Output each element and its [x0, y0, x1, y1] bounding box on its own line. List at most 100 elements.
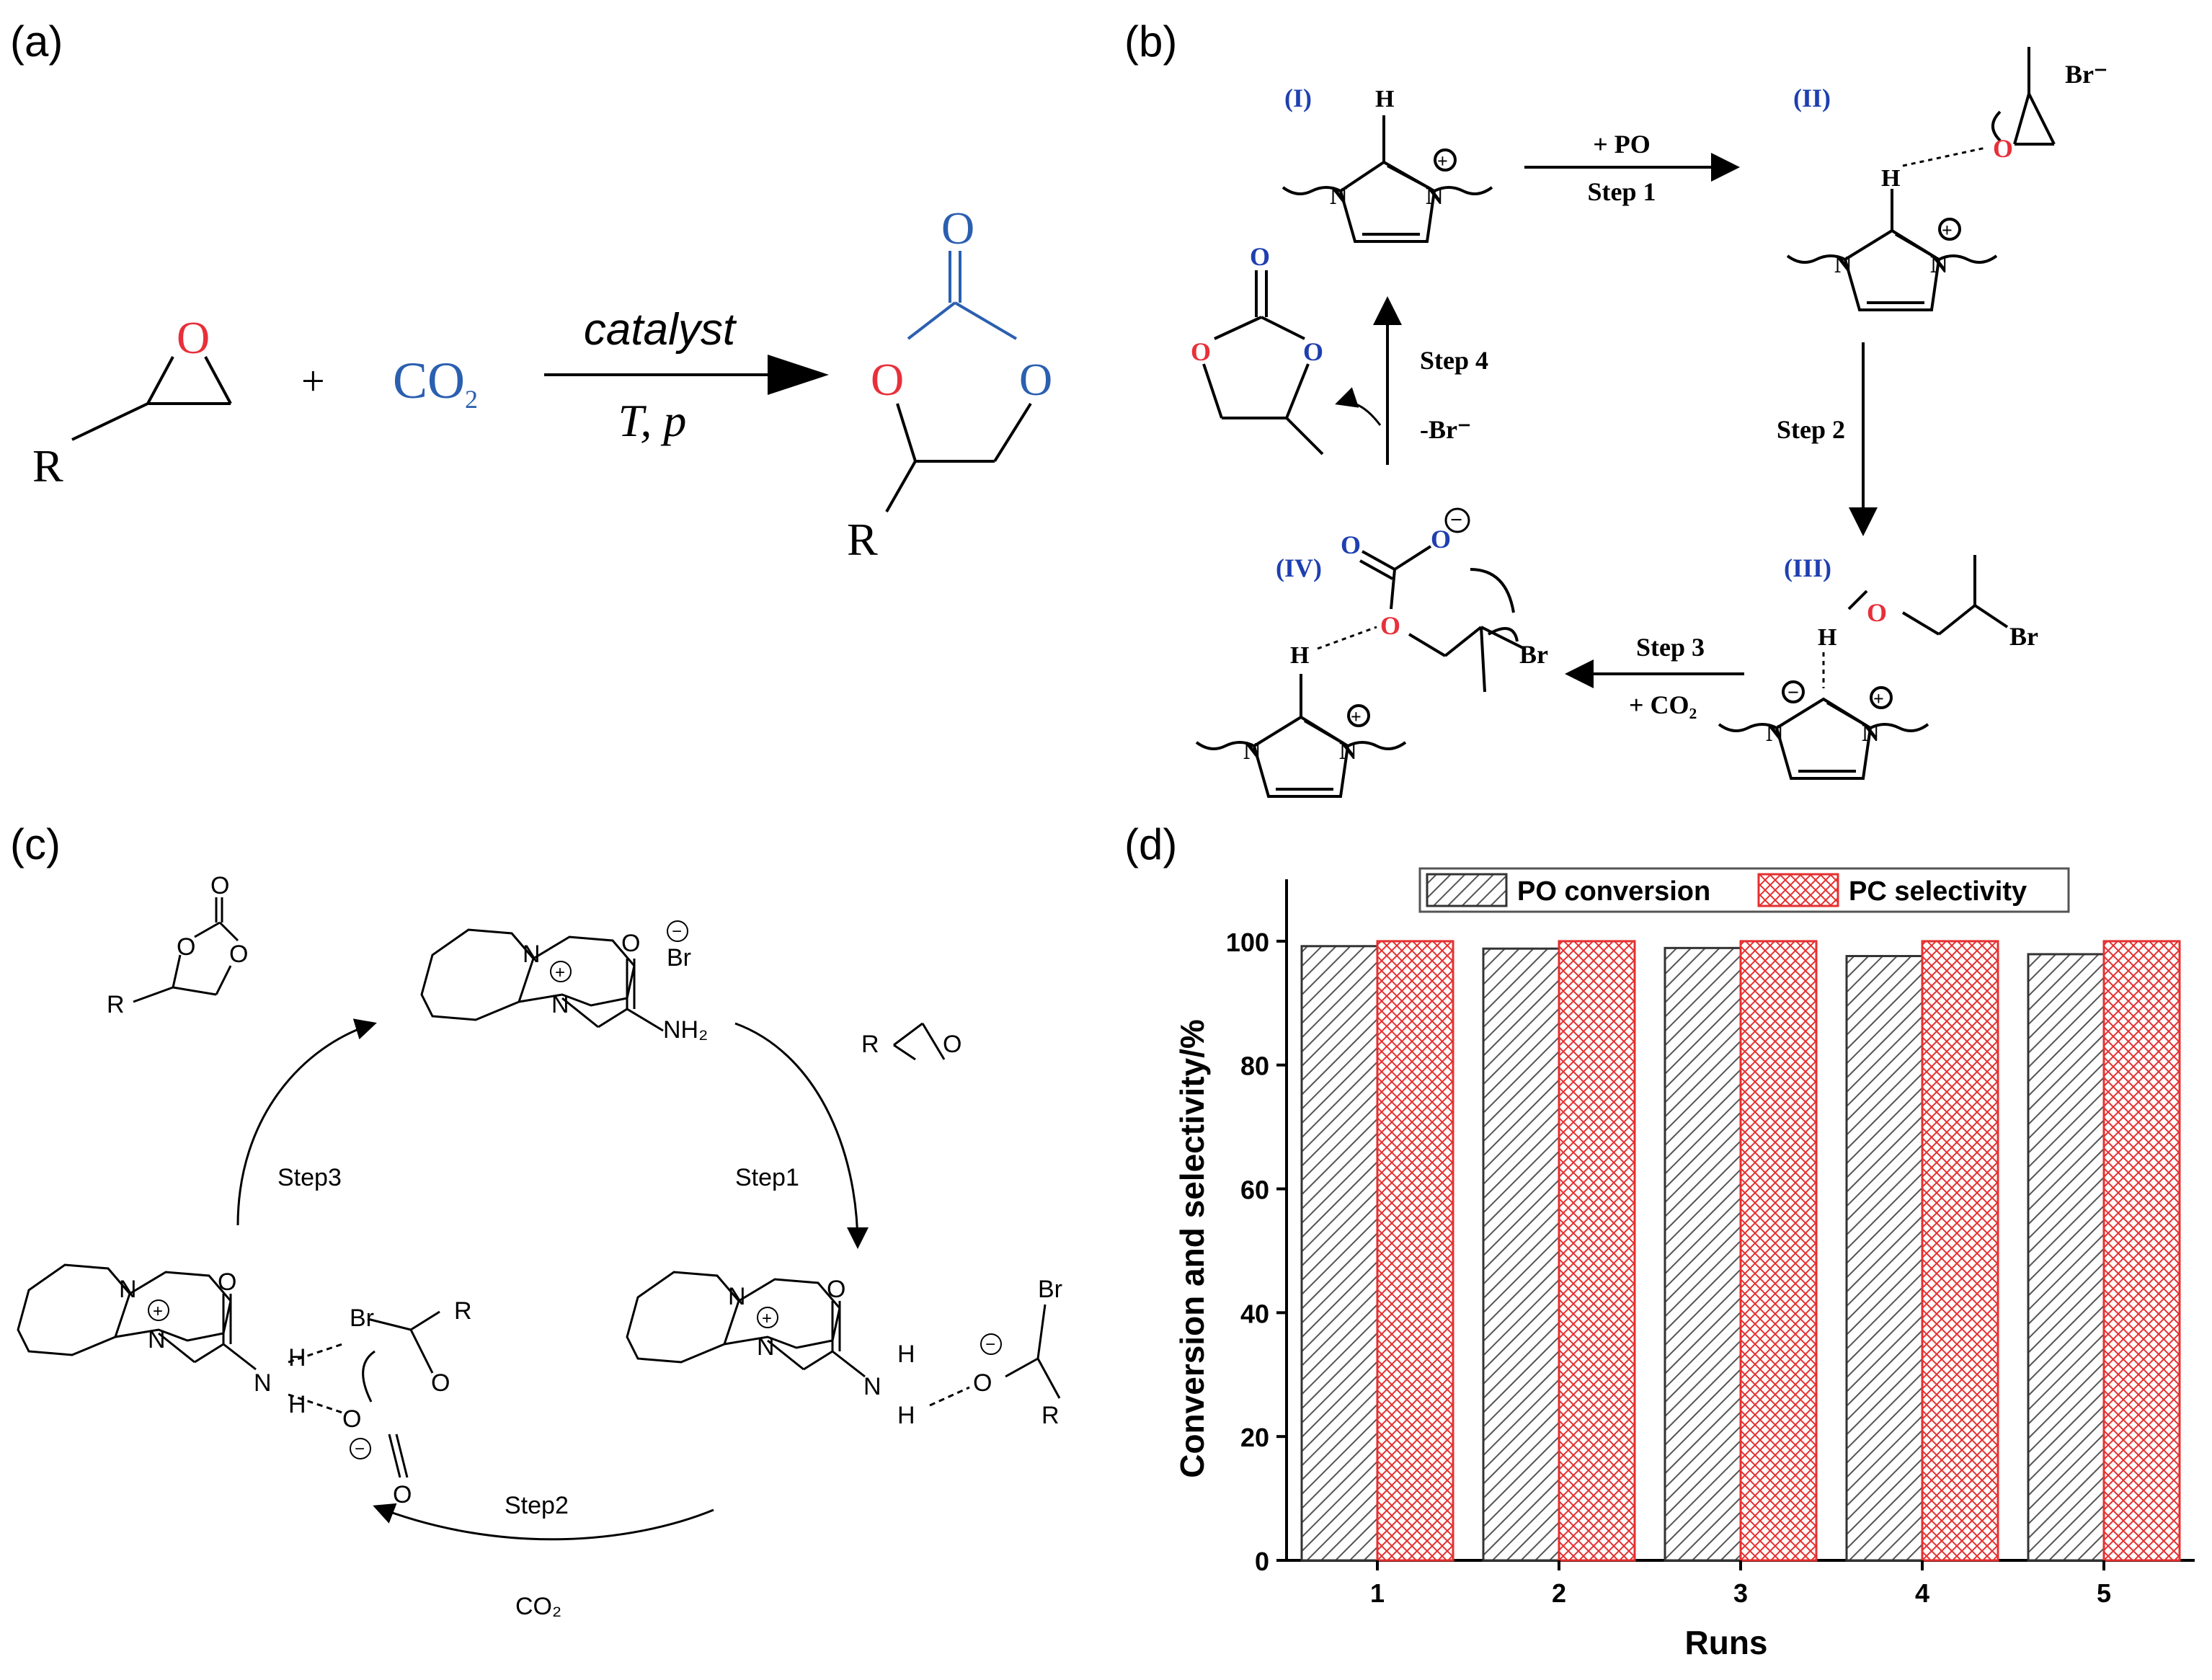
imidazolium-h: H — [1818, 624, 1836, 651]
ring-oxygen: O — [177, 933, 195, 961]
cycle-arrow-step2 — [373, 1503, 714, 1541]
plus-charge: + — [153, 1302, 163, 1321]
carbonyl-oxygen: O — [210, 872, 229, 899]
imidazolium-II — [1786, 189, 1998, 311]
product-r-bond — [885, 461, 917, 512]
propylene-oxide-II — [1991, 47, 2056, 146]
ring-oxygen: O — [229, 941, 248, 968]
panel-c-label: (c) — [10, 820, 61, 868]
step1-label: Step 1 — [1587, 177, 1656, 206]
plus-charge: + — [1942, 220, 1953, 241]
imidazolium-h: H — [1881, 165, 1900, 192]
bar-po-conversion — [2027, 953, 2105, 1562]
plus-charge: + — [555, 963, 565, 982]
panel-b-mechanism: (b) (I) H N N + + PO Step 1 (II) O — [1124, 17, 2107, 798]
minus-charge: − — [1450, 508, 1462, 532]
bar-pc-selectivity — [1921, 940, 1999, 1562]
carbonate-oxygen: O — [1341, 530, 1361, 559]
step3-label: Step 3 — [1636, 633, 1705, 662]
step2-label: Step2 — [505, 1492, 569, 1519]
bar-pc-selectivity — [1558, 940, 1636, 1562]
epoxide-c — [893, 1022, 946, 1061]
r-group: R — [454, 1297, 472, 1325]
catalyst-lower-left — [17, 1263, 440, 1478]
product-carbonate-c — [133, 897, 239, 1003]
ring-oxygen: O — [1303, 337, 1323, 366]
imidazolium-h: H — [1375, 86, 1394, 112]
nitrogen: N — [523, 941, 541, 968]
roman-label-III: (III) — [1784, 554, 1831, 582]
step1-label: Step1 — [735, 1164, 799, 1191]
catalyst-lower-right — [626, 1271, 1061, 1407]
bromine: Br — [350, 1305, 374, 1332]
nitrogen: N — [148, 1326, 166, 1354]
amide-h: H — [897, 1402, 915, 1429]
carbonyl-oxygen: O — [1250, 242, 1270, 271]
imidazolium-n: N — [1766, 720, 1784, 747]
bar-pc-selectivity — [1739, 940, 1818, 1562]
minus-charge: − — [985, 1335, 995, 1354]
minus-charge: − — [1787, 682, 1799, 704]
po-oxygen: O — [1993, 134, 2013, 163]
bar-pc-selectivity — [1376, 940, 1454, 1562]
bromine: Br — [1038, 1276, 1062, 1303]
epoxide-bond — [204, 356, 232, 404]
reaction-arrow-head — [768, 355, 829, 395]
roman-label-II: (II) — [1793, 84, 1831, 112]
y-tick-label: 100 — [1226, 928, 1269, 957]
conditions-label: T, p — [618, 395, 687, 446]
epoxide-r-bond — [71, 402, 148, 441]
ring-oxygen-right: O — [1019, 354, 1052, 405]
imidazolium-h: H — [1290, 642, 1309, 669]
bar-po-conversion — [1300, 945, 1379, 1562]
hydrogen-bond — [1317, 626, 1377, 650]
nitrogen: N — [757, 1333, 775, 1361]
y-axis-label: Conversion and selectivity/% — [1173, 1019, 1211, 1478]
co2-reactant: CO2 — [393, 352, 478, 414]
bar-pc-selectivity — [2102, 940, 2181, 1562]
nitrogen: N — [551, 991, 569, 1018]
imidazolium-n: N — [1330, 183, 1348, 210]
panel-a-label: (a) — [10, 17, 63, 66]
bromide-anion: Br⁻ — [2065, 60, 2107, 89]
amide-n: N — [254, 1369, 272, 1397]
alkoxide-III — [1847, 555, 2009, 636]
carbonate-oxygen: O — [1431, 525, 1451, 554]
legend-label-pc: PC selectivity — [1849, 876, 2027, 907]
epoxide-oxygen: O — [943, 1031, 961, 1058]
propylene-carbonate — [1202, 270, 1324, 455]
y-tick-label: 60 — [1240, 1175, 1269, 1205]
epoxide-oxygen: O — [177, 312, 210, 363]
ring-oxygen-left: O — [871, 354, 904, 405]
amide-h: H — [897, 1341, 915, 1368]
imidazolium-n: N — [1243, 738, 1261, 765]
y-tick-label: 0 — [1255, 1547, 1269, 1576]
carbonate-oxygen: O — [342, 1405, 361, 1433]
alkoxide-oxygen: O — [973, 1369, 992, 1397]
amide-n: N — [863, 1373, 881, 1400]
y-tick-label: 40 — [1240, 1299, 1269, 1328]
carbonyl-oxygen: O — [621, 930, 640, 957]
carbonyl-oxygen: O — [218, 1268, 236, 1296]
carbonyl-oxygen: O — [941, 203, 974, 254]
cycle-arrow-step3 — [236, 1018, 377, 1226]
plus-charge: + — [1437, 151, 1448, 172]
catalyst-label: catalyst — [584, 305, 737, 355]
imidazolium-n: N — [1930, 252, 1948, 278]
legend-box — [1418, 867, 2070, 913]
panel-a-scheme: (a) O R + CO2 catalyst T, p O O O R — [10, 17, 1052, 565]
x-tick-label: 2 — [1552, 1578, 1566, 1608]
y-tick-label: 80 — [1240, 1052, 1269, 1081]
ring-bond — [954, 301, 1018, 340]
imidazolium-n: N — [1426, 183, 1444, 210]
minus-charge-circle — [980, 1333, 1002, 1355]
x-tick-label: 3 — [1733, 1578, 1748, 1608]
product-r-group: R — [847, 514, 878, 565]
carbonate-IV — [1359, 545, 1525, 693]
epoxide-r-group: R — [32, 440, 63, 492]
r-group: R — [861, 1031, 879, 1058]
ring-bond — [993, 402, 1032, 463]
x-tick-label: 5 — [2097, 1578, 2111, 1608]
roman-label-I: (I) — [1284, 84, 1312, 112]
